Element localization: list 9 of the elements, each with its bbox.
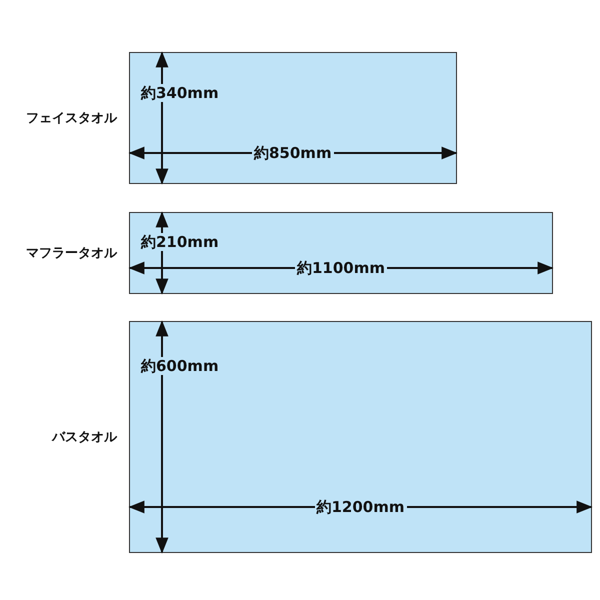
towel-name: バスタオル: [52, 429, 117, 446]
towel-size-rectangle: [129, 321, 592, 553]
width-dimension: 約850mm: [252, 144, 334, 162]
towel-name: マフラータオル: [26, 245, 117, 262]
towel-size-rectangle: [129, 52, 457, 184]
towel-name: フェイスタオル: [26, 110, 117, 127]
width-dimension: 約1200mm: [314, 498, 407, 516]
towel-size-rectangle: [129, 212, 553, 294]
width-dimension: 約1100mm: [295, 259, 388, 277]
